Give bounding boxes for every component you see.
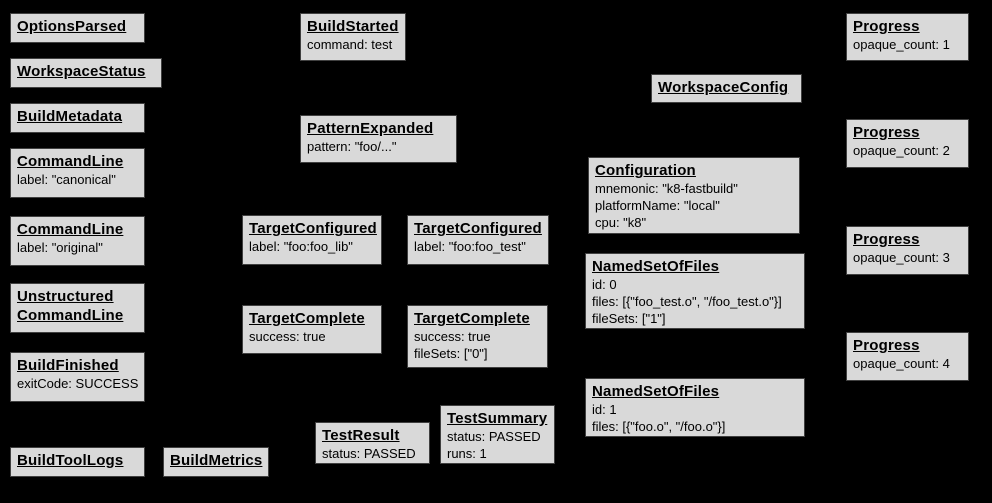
node-title: CommandLine	[17, 221, 124, 238]
node-configuration: Configuration mnemonic: "k8-fastbuild" pla…	[588, 157, 800, 234]
node-detail: id: 1	[592, 402, 617, 417]
node-test-summary: TestSummary status: PASSED runs: 1	[440, 405, 555, 464]
node-detail: files: [{"foo_test.o", "/foo_test.o"}]	[592, 294, 782, 309]
node-detail: fileSets: ["0"]	[414, 346, 488, 361]
node-title: Progress	[853, 124, 920, 141]
node-title: TargetConfigured	[414, 220, 542, 237]
node-detail: command: test	[307, 37, 393, 52]
node-target-configured-foo-test: TargetConfigured label: "foo:foo_test"	[407, 215, 549, 265]
node-named-set-of-files-0: NamedSetOfFiles id: 0 files: [{"foo_test.o…	[585, 253, 805, 329]
node-detail: success: true	[414, 329, 491, 344]
node-command-line-original: CommandLine label: "original"	[10, 216, 145, 266]
node-progress-2: Progress opaque_count: 2	[846, 119, 969, 168]
node-title: Configuration	[595, 162, 696, 179]
node-detail: status: PASSED	[447, 429, 541, 444]
node-detail: opaque_count: 1	[853, 37, 950, 52]
node-build-started: BuildStarted command: test	[300, 13, 406, 61]
node-options-parsed: OptionsParsed	[10, 13, 145, 43]
node-detail: mnemonic: "k8-fastbuild"	[595, 181, 738, 196]
node-detail: label: "original"	[17, 240, 103, 255]
node-build-metadata: BuildMetadata	[10, 103, 145, 133]
node-detail: status: PASSED	[322, 446, 416, 461]
node-title: CommandLine	[17, 153, 124, 170]
node-detail: fileSets: ["1"]	[592, 311, 666, 326]
node-title: TargetConfigured	[249, 220, 377, 237]
node-title: BuildMetadata	[17, 108, 123, 125]
node-title: WorkspaceStatus	[17, 63, 146, 80]
node-detail: label: "foo:foo_test"	[414, 239, 526, 254]
node-detail: opaque_count: 2	[853, 143, 950, 158]
node-detail: label: "canonical"	[17, 172, 116, 187]
node-pattern-expanded: PatternExpanded pattern: "foo/..."	[300, 115, 457, 163]
node-detail: opaque_count: 4	[853, 356, 950, 371]
node-title: BuildMetrics	[170, 452, 263, 469]
node-build-metrics: BuildMetrics	[163, 447, 269, 477]
node-build-tool-logs: BuildToolLogs	[10, 447, 145, 477]
node-detail: success: true	[249, 329, 326, 344]
node-detail: exitCode: SUCCESS	[17, 376, 139, 391]
node-detail: id: 0	[592, 277, 617, 292]
node-title: Progress	[853, 231, 920, 248]
node-title: Progress	[853, 18, 920, 35]
node-title: WorkspaceConfig	[658, 79, 789, 96]
node-detail: pattern: "foo/..."	[307, 139, 397, 154]
node-target-complete-foo-lib: TargetComplete success: true	[242, 305, 382, 354]
node-workspace-status: WorkspaceStatus	[10, 58, 162, 88]
node-detail: files: [{"foo.o", "/foo.o"}]	[592, 419, 726, 434]
node-title: BuildToolLogs	[17, 452, 124, 469]
node-build-finished: BuildFinished exitCode: SUCCESS	[10, 352, 145, 402]
node-detail: cpu: "k8"	[595, 215, 647, 230]
node-test-result: TestResult status: PASSED	[315, 422, 430, 464]
node-title: OptionsParsed	[17, 18, 127, 35]
node-progress-1: Progress opaque_count: 1	[846, 13, 969, 61]
node-detail: label: "foo:foo_lib"	[249, 239, 353, 254]
node-title: Unstructured CommandLine	[17, 288, 124, 324]
node-detail: runs: 1	[447, 446, 487, 461]
node-title: TestResult	[322, 427, 400, 444]
node-target-complete-foo-test: TargetComplete success: true fileSets: ["0…	[407, 305, 548, 368]
node-progress-4: Progress opaque_count: 4	[846, 332, 969, 381]
node-named-set-of-files-1: NamedSetOfFiles id: 1 files: [{"foo.o", "/…	[585, 378, 805, 437]
node-title: BuildStarted	[307, 18, 399, 35]
node-title: NamedSetOfFiles	[592, 258, 720, 275]
node-detail: opaque_count: 3	[853, 250, 950, 265]
node-title: TestSummary	[447, 410, 548, 427]
node-title: TargetComplete	[249, 310, 365, 327]
node-unstructured-command-line: Unstructured CommandLine	[10, 283, 145, 333]
node-title: NamedSetOfFiles	[592, 383, 720, 400]
node-command-line-canonical: CommandLine label: "canonical"	[10, 148, 145, 198]
node-title: Progress	[853, 337, 920, 354]
node-progress-3: Progress opaque_count: 3	[846, 226, 969, 275]
node-title: BuildFinished	[17, 357, 119, 374]
node-title: PatternExpanded	[307, 120, 434, 137]
node-target-configured-foo-lib: TargetConfigured label: "foo:foo_lib"	[242, 215, 382, 265]
node-workspace-config: WorkspaceConfig	[651, 74, 802, 103]
node-detail: platformName: "local"	[595, 198, 720, 213]
node-title: TargetComplete	[414, 310, 530, 327]
